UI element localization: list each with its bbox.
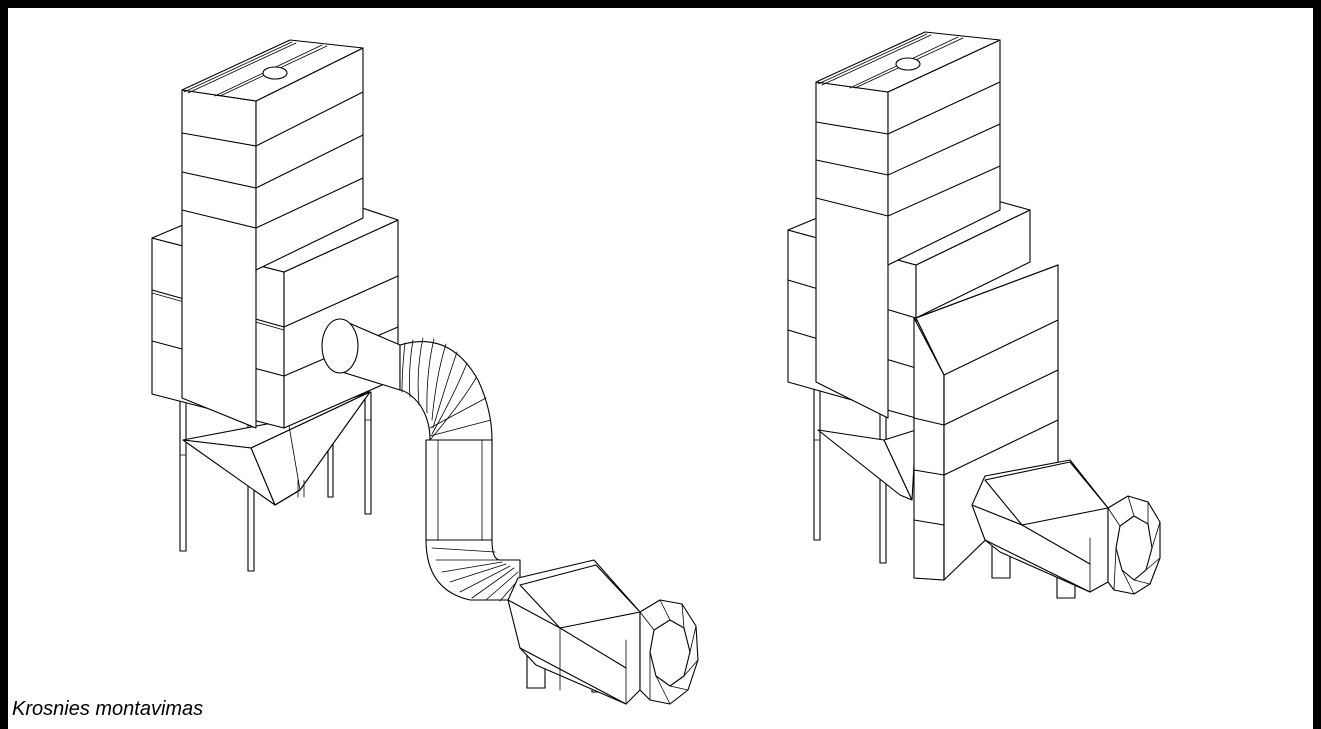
right-dryer-assembly	[787, 31, 1161, 599]
right-furnace	[971, 459, 1161, 599]
left-tower	[181, 39, 364, 429]
figure-caption: Krosnies montavimas	[12, 698, 204, 720]
left-furnace	[507, 559, 699, 705]
left-duct	[321, 318, 521, 602]
left-dryer-assembly	[151, 39, 699, 705]
right-tower	[815, 31, 1001, 419]
left-top-vent	[262, 66, 288, 80]
right-top-vent	[895, 57, 921, 71]
right-hopper	[817, 429, 917, 501]
right-heat-block	[913, 264, 1059, 581]
left-hopper	[182, 391, 371, 506]
